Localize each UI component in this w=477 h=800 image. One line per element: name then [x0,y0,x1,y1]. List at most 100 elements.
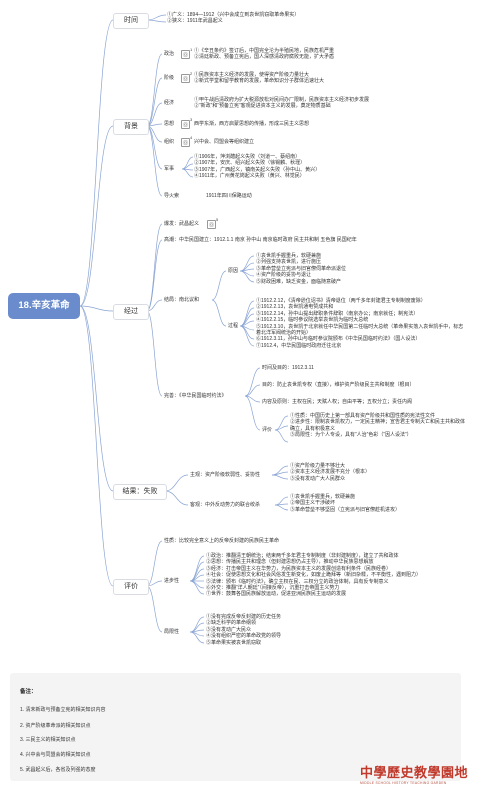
connector [244,395,261,403]
text-line: ②清廷新政、预备立宪后，国人深感清政府腐败无能，扩大矛盾 [194,54,335,61]
eval-progress: 进步性 [164,578,180,584]
connector [211,299,227,327]
note-icon[interactable]: 回 [181,120,190,129]
eval-progress-lines: ①政治：推翻清王朝统治；结束两千多年君主专制制度（非封建制度），建立了共和政体 … [206,553,421,598]
note-icon[interactable]: 回 [207,220,216,229]
result-objective: 客观：中外反动势力的联合绞杀 [190,502,261,508]
text-line: ①性质：中国历史上第一部具有资产阶级共和国性质的宪法性文件 [290,413,436,419]
connector [239,313,255,327]
bg-thought: 思想 [164,121,175,127]
connector [239,270,255,283]
connector [79,19,114,307]
note-icon[interactable]: 回 [181,74,190,83]
text-line: ①民族资本主义经济的发展，使得资产阶级力量壮大 [194,72,310,78]
root-node[interactable]: 18.辛亥革命 [8,293,80,319]
process-content: 内容及原则：主权在民；天赋人权；自由平等；五权分立；责任内阁 [262,399,413,405]
text-line: ③经济：打击帝国主义在华势力，为民族资本主义的发展创造有利条件（民族经卷） [206,565,392,572]
time-narrow: ②狭义：1911年武昌起义 [167,18,223,25]
process-provisional: 完善：《中华民国临时约法》 [164,393,227,399]
text-line: ④没有组织严密的革命政党的领导 [206,633,282,640]
connector [79,305,114,587]
time-broad: ①广义：1894—1912（兴中会成立到袁世凯窃取革命果实） [167,12,300,18]
connector [146,299,163,312]
text-line: ⑥1912.3.11，孙中山与临时参议院颁布《中华民国临时约法》（国人设法） [256,336,421,343]
connector [239,300,255,327]
text-line: ②资本主义经济发展不充分（根本） [290,469,371,476]
text-line: ①资产阶级力量不够壮大 [290,463,346,469]
text-line: ②新式学堂和留学教育的发展，革命知识分子群体迅速壮大 [194,78,325,85]
text-line: ①袁世凯手握重兵，软硬兼施 [256,253,322,259]
connector [79,125,114,307]
text-line: ①政治：推翻清王朝统治；结束两千多年君主专制制度（非封建制度），建立了共和政体 [206,553,399,559]
process-reason: 原因 [228,268,239,274]
notes-item: 3. 三民主义的相关知识点 [20,737,76,743]
text-line: ①袁世凯手握重兵，软硬兼施 [290,494,356,500]
connector [146,125,163,197]
text-line: ⑤法律：颁布《临时约法》，确立主权在民、三权分立的政治体制，具有反专制意义 [206,578,389,585]
branch-evaluation[interactable]: 评价 [113,579,149,595]
bg-trigger: 导火索 [164,193,180,199]
result-objective-lines: ①袁世凯手握重兵，软硬兼施 ②帝国主义干涉破坏 ③革命营垒不够坚固（立宪派与旧官… [290,494,400,513]
note-icon[interactable]: 回 [181,50,190,59]
connector [189,555,205,582]
branch-background[interactable]: 背景 [113,119,149,135]
time-items: ①广义：1894—1912（兴中会成立到袁世凯窃取革命果实） ②狭义：1911年… [167,12,299,25]
connector [164,490,189,506]
text-line: ⑤财政困难，缺乏资金，面临随意破产 [256,278,342,285]
bg-organization: 组织 [164,139,175,145]
logo-title: 中學歷史教學園地 [360,766,469,781]
notes-item: 5. 武昌起义后，各省及列强的态度 [20,767,96,773]
text-line: ⑥外交：推翻“洋人朝廷”（间接反帝），沉重打击帝国主义势力 [206,585,340,592]
connector [146,223,163,312]
footnote-mark: 3 [190,117,193,122]
branch-time[interactable]: 时间 [113,13,149,29]
process-comment: 评价 [262,427,273,433]
connector [146,14,167,21]
text-line: ③没有发动广大人民群众 [290,475,346,482]
footnote-mark: 1 [190,47,193,52]
logo-subtitle: MIDDLE SCHOOL HISTORY TEACHING GARDEN [360,781,447,785]
bg-military-lines: ①1906年，萍浏醴起义失败（刘道一、蔡绍南） ②1907年，安庆、绍兴起义失败… [194,154,320,180]
note-icon[interactable]: 回 [181,138,190,147]
text-line: ③没有发动广大民众 [206,626,252,633]
process-purpose: 目的：防止袁世凯专权（直接），维护资产阶级民主共和制度（根目） [262,382,415,388]
process-outbreak: 爆发：武昌起义 [164,221,200,227]
text-line: ③革命营垒立宪派与旧官僚伺革命派退位 [256,265,347,272]
bg-thought-line: 西学东渐，西方启蒙思想的传播，形成三民主义思想 [194,121,310,127]
bg-politics: 政治 [164,51,175,57]
text-line: ④1912.2.15，临时参议院选举袁世凯为临时大总统 [256,317,369,324]
connector [79,305,114,312]
connector [271,471,289,476]
notes-item: 1. 清末新政与预备立宪的相关知识内容 [20,707,106,713]
text-line: ②缺乏科学的革命纲领 [206,620,257,627]
bg-trigger-line: 1911年四川保路运动 [206,193,252,199]
text-line: ②帝国主义干涉破坏 [290,500,336,507]
connector [239,325,255,347]
text-line: ④1911年，广州黄花岗起义失败（黄兴、林觉民） [194,173,305,180]
text-line: ②进步性：限制袁世凯权力，一定民主精神；宣告君主专制灭亡和民主共和政体确立，具有… [290,419,466,432]
result-subjective: 主观：资产阶级软弱性、妥协性 [190,472,261,478]
connector [211,270,227,301]
connector [79,305,114,492]
text-line: ②列强支持袁世凯，进行施压 [256,259,322,266]
text-line: ①没有完成反帝反封建的历史任务 [206,614,282,620]
notes-item: 4. 兴中会与同盟会的相关知识点 [20,752,91,758]
connector [146,310,163,397]
process-climax: 高潮：中华民国建立：1912.1.1 南京 孙中山 南京临时政府 民主共和制 五… [164,237,357,243]
text-line: ⑦1912.4，中华民国临时政府迁往北京 [256,342,342,349]
connector [146,19,167,23]
connector [181,156,194,170]
text-line: ④资产阶级的妥协与退让 [256,272,312,279]
notes-item: 2. 资产阶级革命派的相关知识点 [20,723,91,729]
branch-process[interactable]: 经过 [113,304,149,320]
bg-politics-lines: ①《辛丑条约》签订后，中国完全沦为半殖民地，民族危机严重 ②清廷新政、预备立宪后… [194,48,334,61]
branch-result[interactable]: 结果：失败 [113,484,167,500]
bg-economy: 经济 [164,100,175,106]
text-line: ③1912.2.14，孙中山提出辞职条件辞职（南京办公；南京就任；制宪法） [256,310,419,317]
connector [146,585,163,633]
connector [189,631,205,644]
eval-limitation: 局限性 [164,629,180,635]
eval-limitation-lines: ①没有完成反帝反封建的历史任务 ②缺乏科学的革命纲领 ③没有发动广大民众 ④没有… [206,614,281,646]
connector [164,474,189,492]
